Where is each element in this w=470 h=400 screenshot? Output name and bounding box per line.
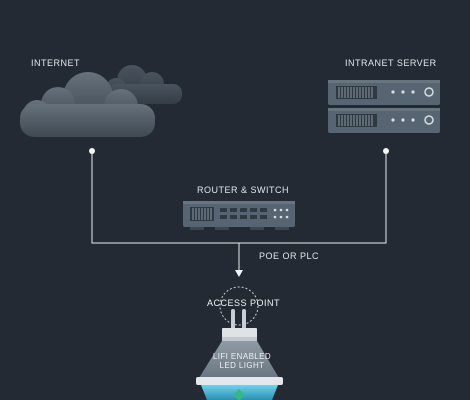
router-switch-icon [183, 201, 295, 230]
access-point-label: ACCESS POINT [207, 298, 281, 308]
connection-lines [91, 151, 387, 273]
intranet-server-label: INTRANET SERVER [345, 58, 437, 68]
front-cloud [20, 72, 155, 137]
bulb-label-line1: LIFI ENABLED [212, 352, 272, 361]
lifi-led-bulb-icon [196, 286, 283, 400]
server-unit-top [328, 80, 440, 105]
bulb-body [199, 341, 279, 378]
bulb-pin-left [231, 309, 235, 330]
poe-plc-label: POE OR PLC [259, 251, 320, 261]
signal-ring-icon [219, 286, 259, 326]
intranet-server-icon [328, 80, 440, 133]
bulb-label-line2: LED LIGHT [219, 361, 265, 370]
internet-label: INTERNET [31, 58, 80, 68]
server-link-dot [383, 148, 389, 154]
bulb-label: LIFI ENABLED LED LIGHT [205, 352, 279, 370]
bulb-rim [196, 377, 283, 385]
internet-cloud-icon [20, 65, 182, 137]
internet-link-line [91, 151, 387, 244]
led-indicator-icon [233, 389, 245, 400]
server-unit-bottom [328, 108, 440, 133]
arrow-down-icon [235, 270, 243, 277]
internet-link-dot [89, 148, 95, 154]
bulb-pin-right [242, 309, 246, 330]
router-switch-label: ROUTER & SWITCH [197, 185, 289, 195]
